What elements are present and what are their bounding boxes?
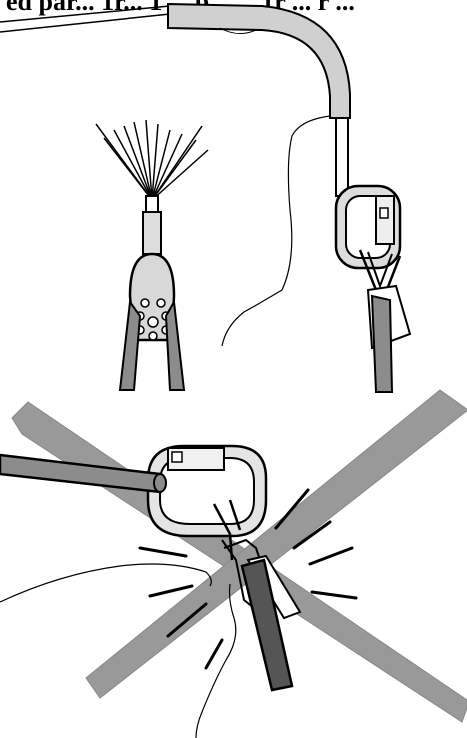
contour-line-lower-left <box>0 564 211 602</box>
wire-bundle <box>96 120 208 200</box>
bent-rod-lower-right <box>360 250 410 392</box>
carabiner-lower <box>148 446 266 536</box>
pulley-block <box>120 196 184 390</box>
contour-line-upper <box>222 116 330 346</box>
x-cross-warning <box>12 390 467 722</box>
